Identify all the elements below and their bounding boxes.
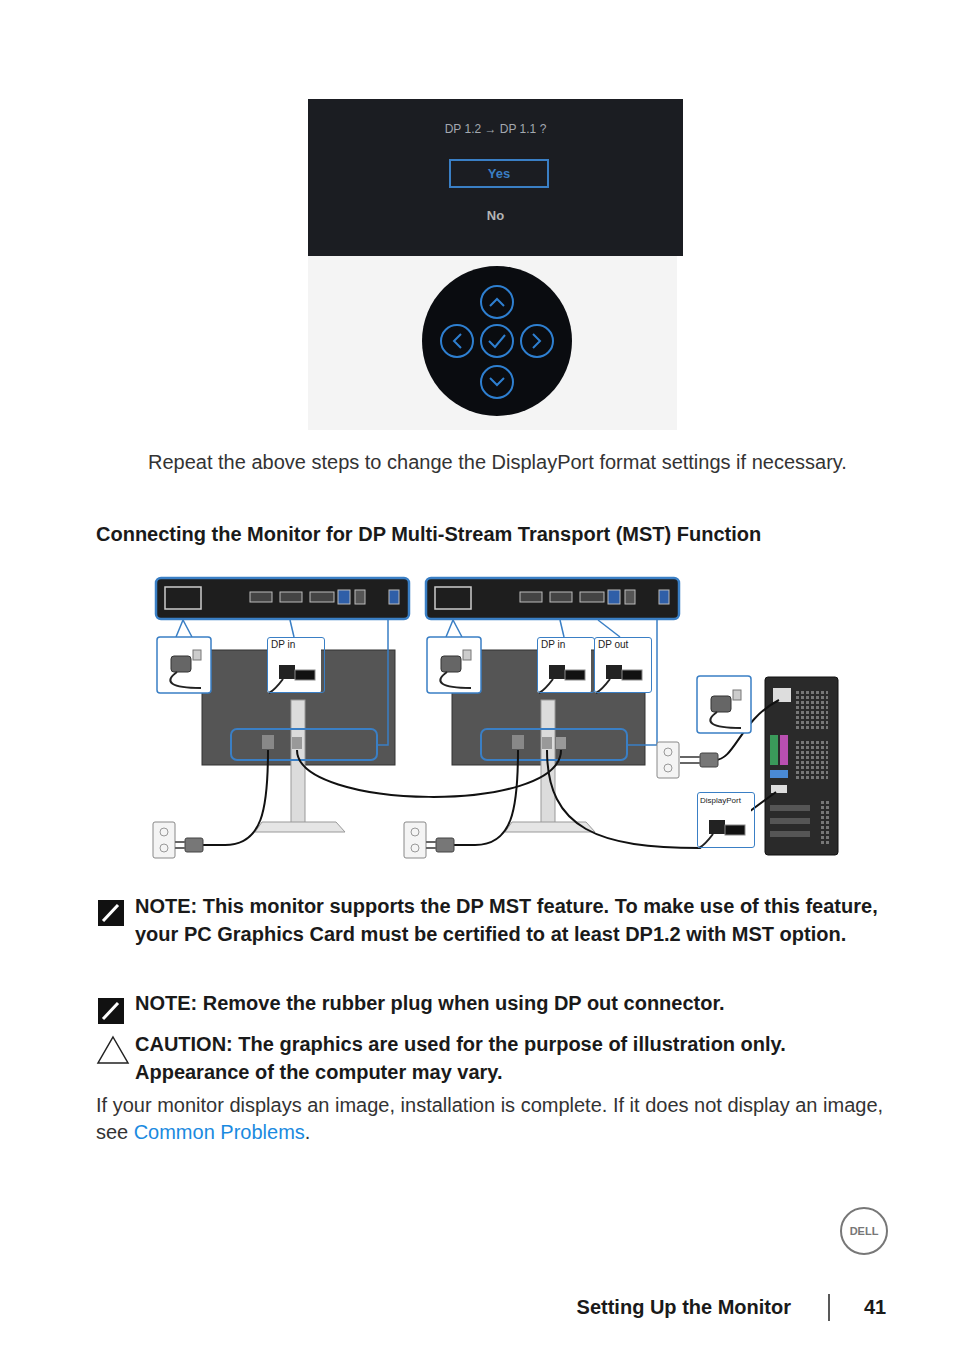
callout-box: DP in [537,637,595,693]
leader-line [176,619,657,745]
osd-option: No [308,208,683,223]
note-icon [98,900,124,1024]
osd-panel: DP 1.2 → DP 1.1 ? No Yes [308,99,683,256]
section-heading: Connecting the Monitor for DP Multi-Stre… [96,523,761,546]
note-text: NOTE: This monitor supports the DP MST f… [135,893,895,948]
joystick-buttons [441,286,553,398]
outlet-socket [160,748,672,852]
callout-box: DP in [267,637,325,693]
body-text: . [305,1121,311,1143]
osd-prompt: DP 1.2 → DP 1.1 ? [308,122,683,136]
callout-box: DP out [594,637,652,693]
callout-label: DP out [595,638,651,651]
callout-label: DisplayPort [698,793,754,808]
callout-box [157,637,751,848]
caution-icon [98,1037,128,1063]
port-row [165,587,669,609]
computer-tower [765,677,838,855]
page-number: 41 [864,1294,904,1320]
body-text: Repeat the above steps to change the Dis… [148,448,848,476]
logo-ring [841,1208,887,1254]
callout-label: DP in [538,638,594,651]
cable [200,700,779,848]
osd-option: Yes [451,161,547,186]
osd-button: Yes [449,159,549,188]
divider [828,1294,830,1321]
body-paragraph: If your monitor displays an image, insta… [96,1092,886,1146]
caution-text: CAUTION: The graphics are used for the p… [135,1030,895,1086]
wall-outlet [153,742,679,858]
footer-section: Setting Up the Monitor [480,1294,791,1320]
plug [175,753,718,852]
callout-box: DisplayPort [697,792,755,848]
joystick [422,266,572,416]
connector-icon [170,650,745,848]
callout-label: DP in [268,638,324,651]
logo-text: DELL [840,1224,888,1238]
link: Common Problems [134,1121,305,1143]
back-panel [156,578,679,619]
joystick-ground [308,256,677,430]
note-text: NOTE: Remove the rubber plug when using … [135,990,895,1018]
